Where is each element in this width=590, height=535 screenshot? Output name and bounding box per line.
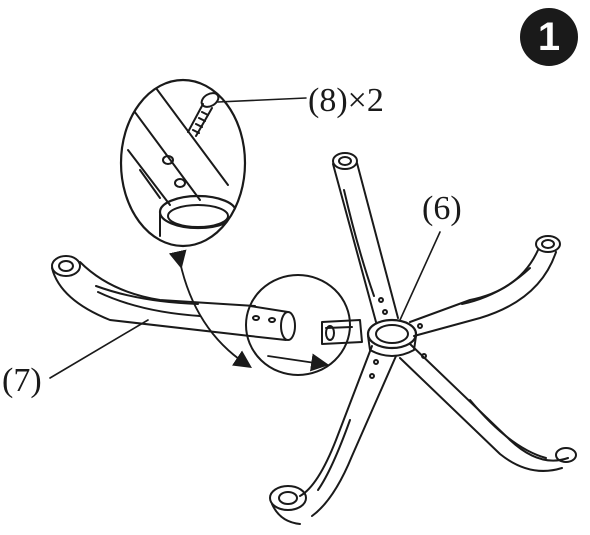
base-leg-right-up <box>409 235 561 337</box>
screw-icon <box>187 92 220 137</box>
base-leg <box>51 255 296 341</box>
insert-direction-arrow <box>267 353 330 372</box>
screw-part-label: (8)×2 <box>308 82 384 119</box>
detail-callout-arrow <box>168 249 252 368</box>
base-leg-up <box>332 152 399 323</box>
detail-callout <box>119 78 307 248</box>
base-leg-front <box>269 345 397 525</box>
leg-leader-line <box>49 319 149 379</box>
center-hub <box>366 231 441 357</box>
hub-socket <box>321 319 363 345</box>
joint-zoom-circle <box>245 274 351 376</box>
step-number-badge: 1 <box>520 8 578 66</box>
leg-part-label: (7) <box>2 362 42 399</box>
hub-part-label: (6) <box>422 190 462 227</box>
base-leg-right-down <box>399 343 577 472</box>
